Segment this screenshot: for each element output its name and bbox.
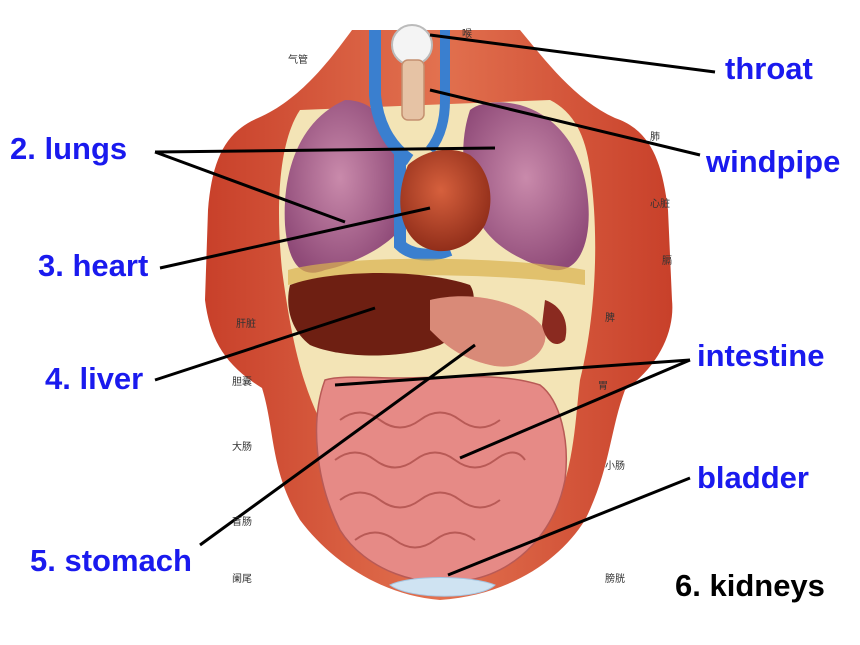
pointer-heart bbox=[159, 206, 431, 270]
cn-label-lanwei: 阑尾 bbox=[232, 574, 252, 585]
cn-label-pangguang: 膀胱 bbox=[605, 574, 625, 585]
cn-label-qiguan: 气管 bbox=[288, 55, 308, 66]
pointer-lungs-a bbox=[154, 146, 496, 154]
pointer-bladder bbox=[447, 476, 691, 577]
cn-label-fei: 肺 bbox=[650, 132, 660, 143]
cn-label-wei: 胃 bbox=[598, 381, 608, 392]
diaphragm bbox=[288, 258, 585, 285]
label-throat: throat bbox=[725, 51, 813, 86]
pointer-intestine-a bbox=[334, 358, 691, 387]
pointer-intestine-b bbox=[459, 358, 691, 460]
label-stomach: 5. stomach bbox=[30, 543, 192, 578]
label-bladder: bladder bbox=[697, 460, 809, 495]
cn-label-pi: 脾 bbox=[605, 313, 615, 324]
trachea bbox=[401, 59, 425, 121]
heart bbox=[400, 149, 491, 252]
spleen bbox=[542, 300, 567, 345]
label-heart: 3. heart bbox=[38, 248, 149, 283]
pointer-throat bbox=[429, 33, 716, 74]
label-liver: 4. liver bbox=[45, 361, 144, 396]
cn-label-xinzang: 心脏 bbox=[650, 199, 670, 210]
cn-label-hou: 喉 bbox=[462, 29, 472, 40]
vessel-center bbox=[394, 150, 453, 261]
cn-label-dachang: 大肠 bbox=[232, 442, 252, 453]
cn-label-ganzang: 肝脏 bbox=[236, 319, 256, 330]
cn-label-mangchang: 盲肠 bbox=[232, 517, 252, 528]
stomach bbox=[430, 296, 546, 367]
label-windpipe: windpipe bbox=[706, 144, 841, 179]
liver bbox=[288, 272, 474, 356]
left-lung bbox=[284, 100, 395, 273]
cn-label-dannang: 胆囊 bbox=[232, 377, 252, 388]
cn-label-xiaochang: 小肠 bbox=[605, 461, 625, 472]
label-lungs: 2. lungs bbox=[10, 131, 128, 166]
larynx bbox=[391, 24, 433, 66]
right-lung bbox=[463, 102, 589, 271]
bladder bbox=[389, 577, 496, 597]
label-intestine: intestine bbox=[697, 338, 825, 373]
pointer-windpipe bbox=[429, 88, 701, 157]
intestine-coils bbox=[334, 411, 526, 549]
label-kidneys: 6. kidneys bbox=[675, 568, 825, 603]
pointer-lungs-b bbox=[154, 150, 346, 224]
pointer-liver bbox=[154, 306, 376, 382]
pointer-stomach bbox=[199, 343, 476, 547]
pointer-lines bbox=[154, 33, 716, 577]
cn-label-ge: 膈 bbox=[662, 256, 672, 267]
vessel-right bbox=[425, 30, 450, 154]
